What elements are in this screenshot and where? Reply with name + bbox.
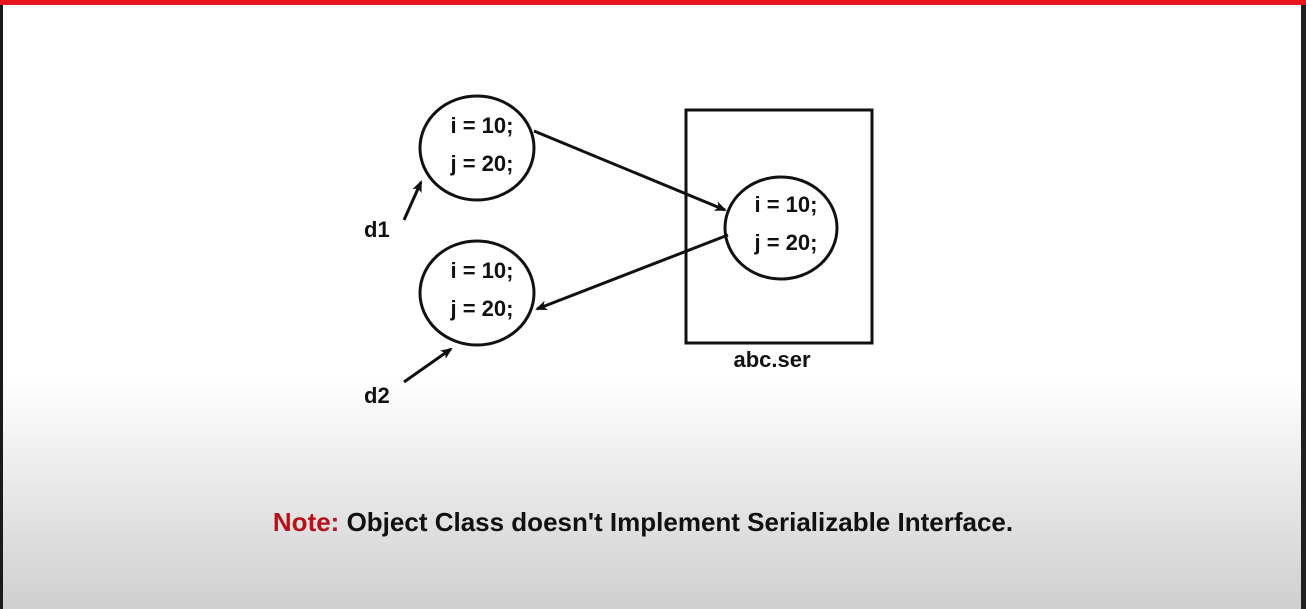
d1-object-circle: i = 10; j = 20; [418,94,536,202]
d2-object-line-i: i = 10; [451,258,514,283]
file-box [684,108,874,345]
reference-d1-arrow [402,180,423,221]
serialization-arrow [533,129,727,212]
file-object-circle: i = 10; j = 20; [723,175,839,281]
d1-object-line-i: i = 10; [451,113,514,138]
reference-d2-arrow [403,347,453,384]
note-text: Object Class doesn't Implement Serializa… [339,507,1014,537]
reference-d1-label: d1 [364,217,390,242]
right-edge-border [1301,5,1306,609]
d2-object-circle: i = 10; j = 20; [418,239,536,347]
serialization-diagram: abc.ser i = 10; j = 20; i = 10; j = 20; … [364,94,874,408]
left-edge-border [0,5,3,609]
reference-d2-label: d2 [364,383,390,408]
deserialization-arrow [535,233,729,311]
file-object-line-j: j = 20; [754,230,818,255]
file-label: abc.ser [733,347,810,372]
note-label: Note: [272,507,340,537]
file-object-line-i: i = 10; [755,192,818,217]
d1-object-line-j: j = 20; [450,151,514,176]
top-accent-bar [0,0,1306,5]
d2-object-line-j: j = 20; [450,296,514,321]
note-caption: Note: Object Class doesn't Implement Ser… [0,507,1286,538]
